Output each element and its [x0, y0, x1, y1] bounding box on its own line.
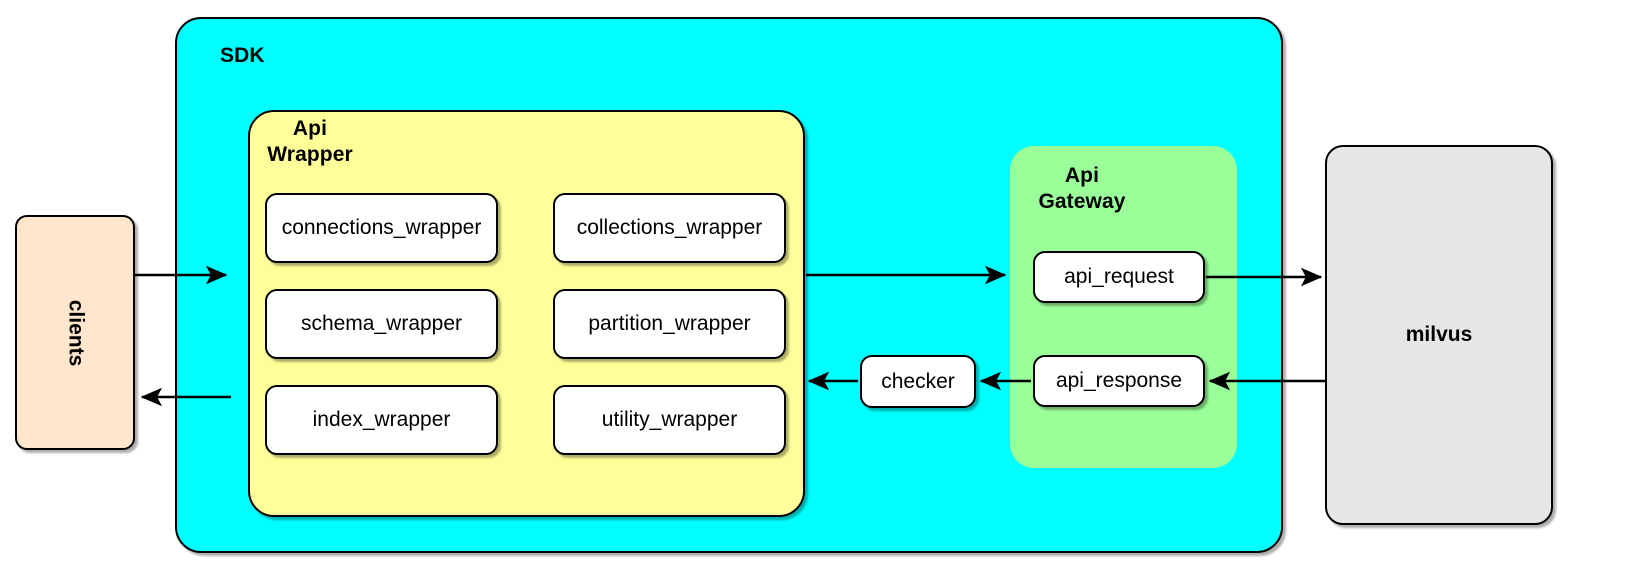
api-response-label: api_response [1055, 369, 1183, 392]
wrapper-label-utility: utility_wrapper [601, 408, 738, 431]
api-gateway-label: Api Gateway [1038, 164, 1126, 213]
wrapper-box-partition[interactable]: partition_wrapper [553, 289, 786, 359]
wrapper-box-connections[interactable]: connections_wrapper [265, 193, 498, 263]
milvus-box[interactable]: milvus [1325, 145, 1553, 525]
api-response-box[interactable]: api_response [1033, 355, 1205, 407]
wrapper-label-connections: connections_wrapper [281, 216, 482, 239]
wrapper-box-schema[interactable]: schema_wrapper [265, 289, 498, 359]
clients-label: clients [64, 299, 87, 366]
sdk-label: SDK [220, 44, 265, 67]
wrapper-label-index: index_wrapper [312, 408, 451, 431]
api-wrapper-label: Api Wrapper [267, 117, 353, 166]
wrapper-box-utility[interactable]: utility_wrapper [553, 385, 786, 455]
wrapper-label-schema: schema_wrapper [300, 312, 463, 335]
milvus-label: milvus [1405, 323, 1473, 346]
clients-box[interactable]: clients [15, 215, 135, 450]
checker-label: checker [881, 369, 955, 393]
wrapper-box-collections[interactable]: collections_wrapper [553, 193, 786, 263]
wrapper-label-partition: partition_wrapper [588, 312, 751, 335]
wrapper-label-collections: collections_wrapper [576, 216, 763, 239]
api-request-box[interactable]: api_request [1033, 251, 1205, 303]
api-request-label: api_request [1064, 265, 1174, 288]
wrapper-box-index[interactable]: index_wrapper [265, 385, 498, 455]
api-gateway-container[interactable] [1010, 146, 1237, 468]
checker-box[interactable]: checker [860, 355, 976, 408]
